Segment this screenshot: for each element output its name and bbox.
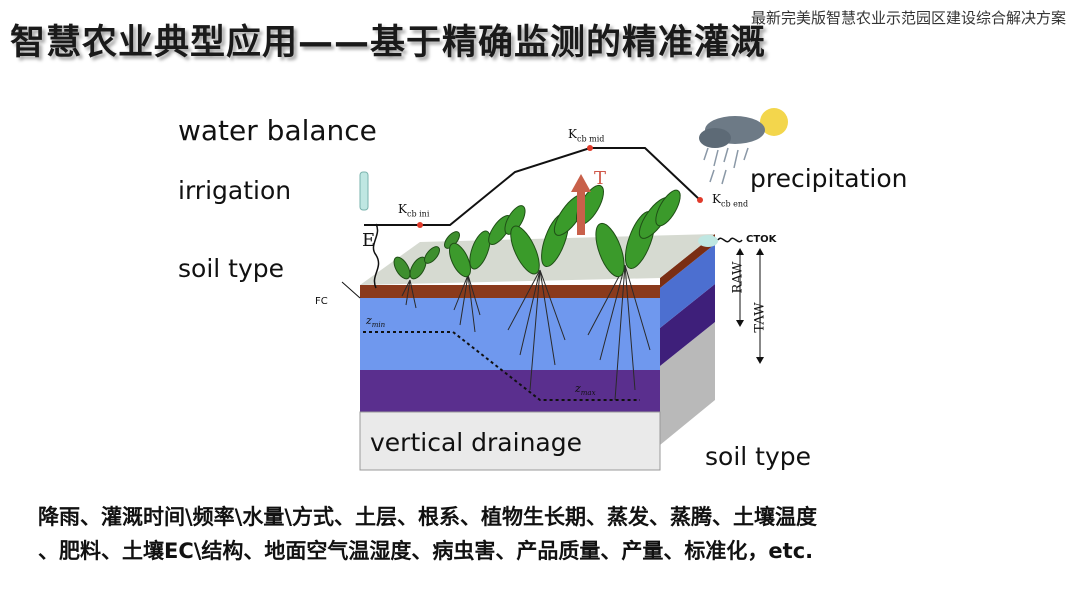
- water-balance-diagram: water balance irrigation soil type preci…: [170, 100, 830, 480]
- ctok-label: CTOK: [746, 234, 776, 245]
- watermark-text: 最新完美版智慧农业示范园区建设综合解决方案: [751, 7, 1066, 28]
- taw-label: TAW: [753, 302, 768, 332]
- soil-type-bottom-label: soil type: [705, 442, 811, 471]
- slide-title: 智慧农业典型应用——基于精确监测的精准灌溉: [10, 14, 766, 65]
- front-blue-layer: [360, 298, 660, 370]
- factor-list: 降雨、灌溉时间\频率\水量\方式、土层、根系、植物生长期、蒸发、蒸腾、土壤温度 …: [38, 500, 1058, 568]
- factor-list-line-2: 、肥料、土壤EC\结构、地面空气温湿度、病虫害、产品质量、产量、标准化，etc.: [38, 534, 1058, 568]
- kcb-ini-label: Kcb ini: [398, 202, 429, 218]
- kcb-ini-dot: [417, 222, 423, 228]
- transpiration-label: T: [594, 168, 606, 189]
- transpiration-arrow-shaft: [577, 190, 585, 235]
- evaporation-label: E: [362, 230, 375, 251]
- zmax-label: zmax: [575, 382, 596, 397]
- fc-arrow: [342, 282, 360, 298]
- fc-label: FC: [315, 296, 328, 307]
- kcb-mid-label: Kcb mid: [568, 127, 604, 143]
- kcb-end-dot: [697, 197, 703, 203]
- irrigation-bar: [360, 172, 368, 210]
- transpiration-arrow-head: [571, 174, 591, 192]
- water-balance-label: water balance: [178, 114, 377, 147]
- raw-label: RAW: [731, 261, 746, 293]
- irrigation-label: irrigation: [178, 176, 291, 205]
- precipitation-label: precipitation: [750, 164, 908, 193]
- kcb-end-label: Kcb end: [712, 192, 748, 208]
- vertical-drainage-label: vertical drainage: [370, 428, 582, 457]
- factor-list-line-1: 降雨、灌溉时间\频率\水量\方式、土层、根系、植物生长期、蒸发、蒸腾、土壤温度: [38, 500, 1058, 534]
- front-soil-band: [360, 285, 660, 298]
- zmin-label: zmin: [366, 314, 385, 329]
- water-drop-icon: [698, 235, 718, 247]
- kcb-mid-dot: [587, 145, 593, 151]
- soil-type-left-label: soil type: [178, 254, 284, 283]
- ctok-wiggle: [718, 238, 742, 241]
- rain-icon: [704, 148, 748, 184]
